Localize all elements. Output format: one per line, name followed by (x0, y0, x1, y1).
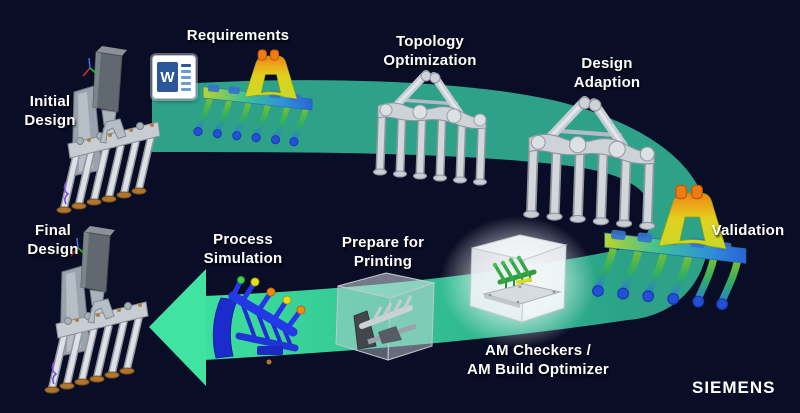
label-line: Adaption (573, 74, 641, 91)
label-line: Simulation (203, 250, 283, 267)
label-line: Initial (29, 93, 71, 110)
label-process-simulation: Process Simulation (186, 230, 300, 268)
prepare-printing-build-volume (336, 273, 434, 360)
word-letter: W (160, 68, 175, 86)
workflow-arrowhead (149, 269, 206, 386)
label-line: AM Build Optimizer (467, 361, 609, 378)
label-line: Design (24, 112, 76, 129)
label-prepare-for-printing: Prepare for Printing (333, 233, 433, 271)
label-topology-optimization: Topology Optimization (366, 32, 494, 70)
label-line: Prepare for (341, 234, 425, 251)
label-line: Optimization (383, 52, 477, 69)
word-w-tile: W (157, 62, 178, 92)
label-line: AM Checkers / (485, 342, 591, 359)
label-line: Topology (396, 33, 464, 50)
am-checker-build-volume (440, 216, 596, 348)
label-line: Process (213, 231, 273, 248)
label-line: Requirements (186, 27, 290, 44)
label-initial-design: Initial Design (6, 92, 94, 130)
label-line: Final (34, 222, 71, 239)
word-doc-lines-icon (181, 63, 191, 91)
label-line: Design (27, 241, 79, 258)
label-line: Validation (711, 222, 785, 239)
label-requirements: Requirements (168, 26, 308, 45)
word-document-icon: W (152, 55, 196, 99)
label-design-adaption: Design Adaption (548, 54, 666, 92)
label-validation: Validation (702, 221, 794, 240)
label-line: Design (581, 55, 633, 72)
siemens-logo: SIEMENS (692, 378, 776, 397)
label-am-checkers: AM Checkers / AM Build Optimizer (452, 341, 624, 379)
label-final-design: Final Design (12, 221, 94, 259)
label-line: Printing (353, 253, 413, 270)
